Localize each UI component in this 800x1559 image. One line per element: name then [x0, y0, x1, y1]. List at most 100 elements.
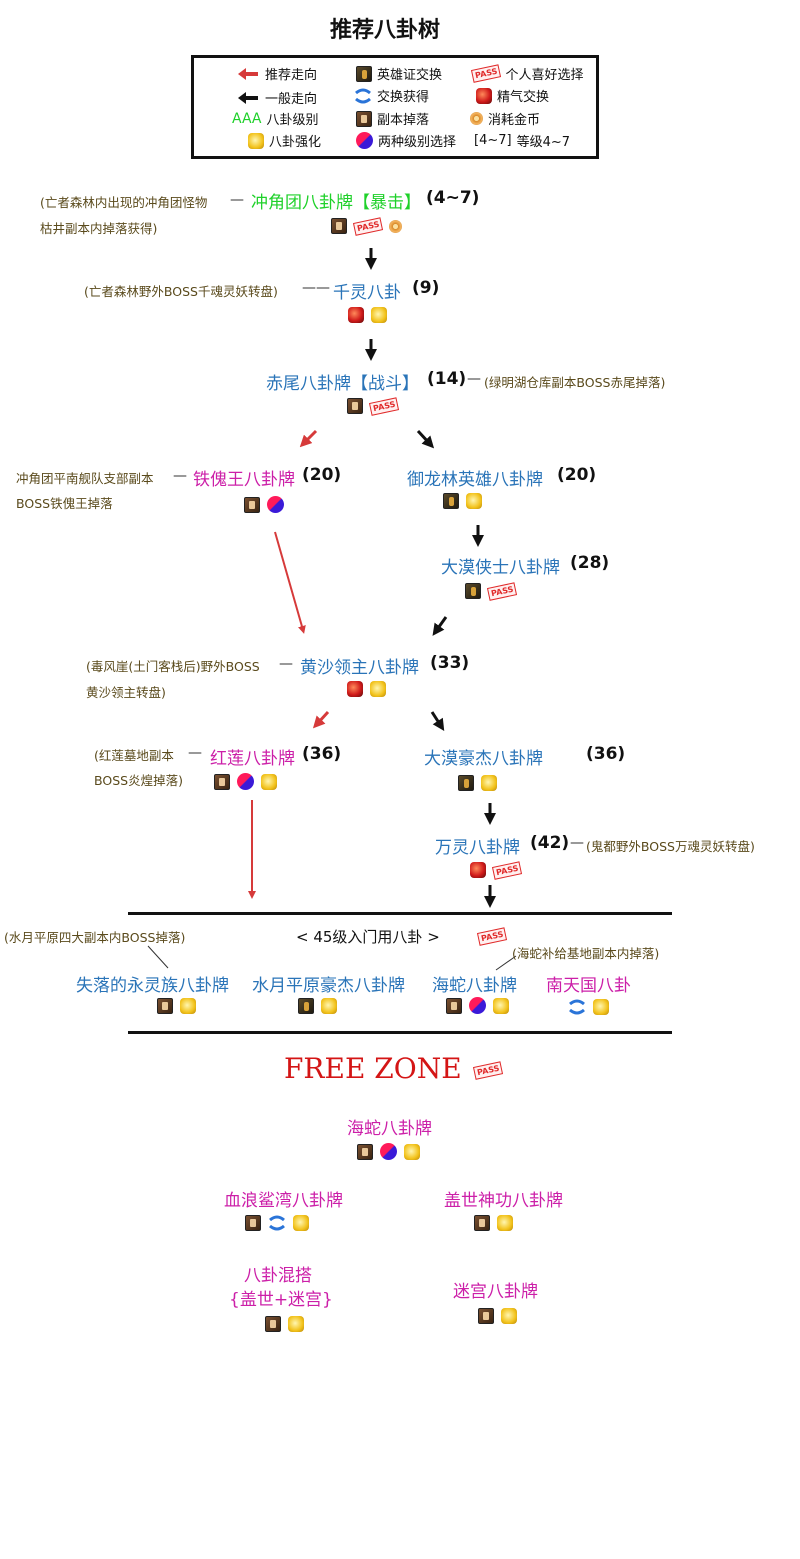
band-item-2-icons [298, 998, 337, 1014]
n1-source-line2: 枯井副本内掉落获得) [40, 221, 158, 236]
band-item-4-icons [568, 999, 609, 1015]
band-note-right: (海蛇补给基地副本内掉落) [512, 946, 660, 961]
legend-spirit-exchange: 精气交换 [476, 86, 549, 105]
leader-note-left [147, 945, 169, 969]
n4-source-line2: BOSS铁傀王掉落 [16, 496, 113, 511]
n9-level: (36) [586, 744, 626, 764]
gold-coin-icon [389, 219, 403, 233]
band-item-4: 南天国八卦 [546, 976, 631, 996]
n1-icons: PASS [331, 216, 403, 236]
n4-name: 铁傀王八卦牌 [193, 470, 295, 490]
n5-level: (20) [557, 465, 597, 485]
band-item-1: 失落的永灵族八卦牌 [76, 976, 229, 996]
exchange-icon [569, 999, 585, 1015]
both-level-icon [356, 132, 373, 149]
dungeon-drop-icon [265, 1316, 281, 1332]
legend-both-levels: 两种级别选择 [356, 131, 456, 150]
hero-exchange-icon [298, 998, 314, 1014]
black-arrow-icon [238, 91, 258, 104]
legend-gold: 消耗金币 [470, 109, 540, 128]
n8-dash: — [188, 745, 202, 761]
n10-level: (42) [530, 833, 570, 853]
n1-source-line1: (亡者森林内出现的冲角团怪物 [40, 195, 208, 210]
n7-level: (33) [430, 653, 470, 673]
band-title: < 45级入门用八卦 > [296, 928, 440, 946]
hero-exchange-icon [356, 65, 372, 82]
legend-exchange: 交换获得 [354, 86, 429, 105]
page-title: 推荐八卦树 [330, 18, 441, 43]
legend-general: 一般走向 [236, 88, 317, 107]
n1-level: (4~7) [426, 188, 480, 208]
dungeon-drop-icon [157, 998, 173, 1014]
legend-range: [4~7] 等级4~7 [474, 133, 571, 150]
n5-name: 御龙林英雄八卦牌 [407, 470, 543, 490]
n7-icons [347, 681, 386, 697]
enhance-icon [371, 307, 387, 323]
band-bottom-divider [128, 1031, 672, 1034]
n3-name: 赤尾八卦牌【战斗】 [266, 374, 419, 394]
red-arrow-icon [238, 67, 258, 80]
legend-personal-choice: PASS 个人喜好选择 [470, 64, 584, 83]
gold-coin-icon [470, 112, 483, 125]
legend-dungeon-drop: 副本掉落 [356, 109, 429, 128]
band-item-1-icons [157, 998, 196, 1014]
free-item-3: 盖世神功八卦牌 [444, 1191, 563, 1211]
dungeon-drop-icon [245, 1215, 261, 1231]
legend-recommended: 推荐走向 [236, 64, 317, 83]
n1-name: 冲角团八卦牌【暴击】 [251, 193, 421, 213]
pass-stamp-icon: PASS [352, 216, 384, 236]
hero-exchange-icon [458, 775, 474, 791]
enhance-icon [180, 998, 196, 1014]
dungeon-drop-icon [357, 1143, 373, 1160]
n7-source-line2: 黄沙领主转盘) [86, 685, 166, 700]
n2-dash: —— [302, 280, 330, 296]
free-item-4-line2: {盖世+迷宫} [229, 1290, 333, 1310]
dungeon-drop-icon [446, 997, 462, 1014]
n4-dash: — [173, 468, 187, 484]
arrow-n4-n7 [274, 531, 306, 634]
enhance-icon [497, 1215, 513, 1231]
n6-icons: PASS [465, 581, 518, 601]
enhance-icon [293, 1215, 309, 1231]
band-top-divider [128, 912, 672, 915]
free-item-1: 海蛇八卦牌 [347, 1119, 432, 1139]
exchange-icon [355, 88, 371, 103]
enhance-icon [501, 1308, 517, 1324]
n6-name: 大漠侠士八卦牌 [441, 558, 560, 578]
legend-box: 推荐走向 一般走向 AAA 八卦级别 八卦强化 英雄证交换 交换获得 副本掉落 … [191, 55, 599, 159]
free-item-3-icons [474, 1215, 513, 1231]
dungeon-drop-icon [474, 1215, 490, 1231]
arrow-n7-n9 [430, 711, 445, 732]
n10-dash: — [570, 835, 584, 851]
pass-stamp-icon: PASS [486, 581, 518, 601]
n8-name: 红莲八卦牌 [210, 749, 295, 769]
dungeon-drop-icon [356, 110, 372, 127]
free-item-5-icons [478, 1308, 517, 1324]
n9-name: 大漠豪杰八卦牌 [424, 749, 543, 769]
n10-source: (鬼都野外BOSS万魂灵妖转盘) [586, 839, 755, 854]
both-level-icon [237, 773, 254, 790]
n10-icons: PASS [470, 860, 523, 880]
n10-name: 万灵八卦牌 [435, 838, 520, 858]
free-item-4-icons [265, 1316, 304, 1332]
enhance-icon [466, 493, 482, 509]
enhance-icon [593, 999, 609, 1015]
dungeon-drop-icon [214, 773, 230, 790]
enhance-icon [370, 681, 386, 697]
legend-level: AAA 八卦级别 [232, 110, 319, 129]
n4-icons [244, 496, 284, 513]
legend-enhance: 八卦强化 [248, 131, 321, 150]
dungeon-drop-icon [347, 398, 363, 414]
n3-level: (14) [427, 369, 467, 389]
spirit-exchange-icon [470, 862, 486, 878]
dungeon-drop-icon [478, 1308, 494, 1324]
n7-name: 黄沙领主八卦牌 [300, 658, 419, 678]
n3-dash: — [467, 371, 481, 387]
dungeon-drop-icon [331, 218, 347, 234]
legend-hero-exchange: 英雄证交换 [356, 64, 442, 83]
free-item-2-icons [245, 1215, 309, 1231]
n4-level: (20) [302, 465, 342, 485]
n3-source: (绿明湖仓库副本BOSS赤尾掉落) [484, 375, 666, 390]
free-item-4-line1: 八卦混搭 [244, 1266, 312, 1286]
